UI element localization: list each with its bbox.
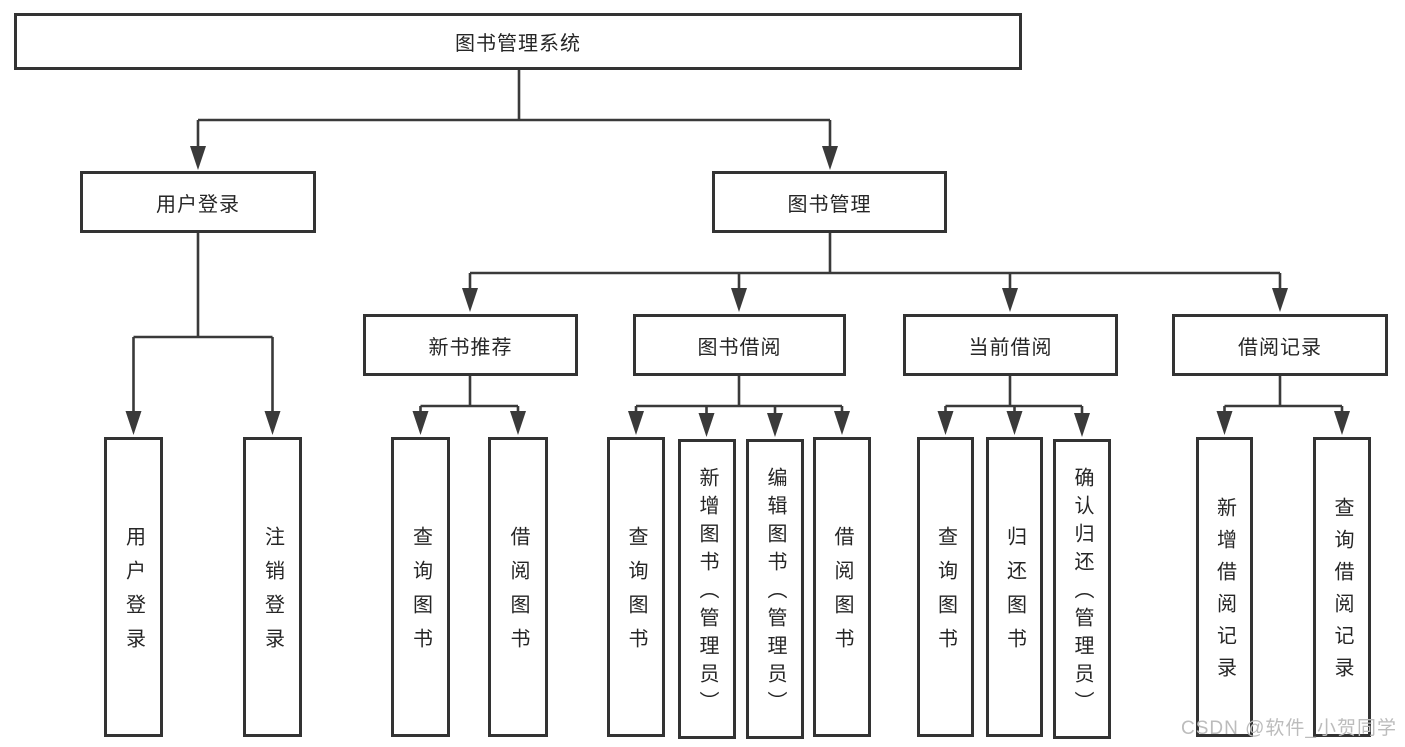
leaf-edit-book-admin: 编辑图书（管理员） [746,439,804,739]
node-label: 新增借阅记录 [1213,497,1236,689]
node-label: 归还图书 [1003,526,1026,662]
leaf-query-book-3: 查询图书 [917,437,974,737]
leaf-query-book-2: 查询图书 [607,437,665,737]
node-label: 查询图书 [409,526,432,662]
leaf-user-login: 用户登录 [104,437,163,737]
node-label: 用户登录 [156,193,240,216]
leaf-query-borrow-record: 查询借阅记录 [1313,437,1371,737]
csdn-watermark: CSDN @软件_小贺同学 [1181,718,1397,739]
node-label: 借阅图书 [507,526,529,662]
node-label: 编辑图书（管理员） [764,467,786,719]
leaf-add-book-admin: 新增图书（管理员） [678,439,736,739]
node-label: 新增图书（管理员） [696,467,718,719]
leaf-add-borrow-record: 新增借阅记录 [1196,437,1253,737]
node-label: 查询图书 [934,526,957,662]
node-user-login: 用户登录 [80,171,316,233]
node-label: 注销登录 [261,526,284,662]
node-new-book-recommend: 新书推荐 [363,314,578,376]
leaf-logout: 注销登录 [243,437,302,737]
node-label: 新书推荐 [428,336,513,359]
node-root-system: 图书管理系统 [14,13,1022,70]
leaf-borrow-book-1: 借阅图书 [488,437,548,737]
node-label: 用户登录 [122,526,145,662]
node-label: 图书管理系统 [455,33,581,55]
node-label: 图书管理 [787,193,872,216]
leaf-return-book: 归还图书 [986,437,1043,737]
node-label: 确认归还（管理员） [1071,467,1093,719]
node-borrow-record: 借阅记录 [1172,314,1388,376]
node-label: 查询图书 [625,526,647,662]
node-label: 查询借阅记录 [1331,497,1353,689]
node-book-management: 图书管理 [712,171,947,233]
node-label: 当前借阅 [968,336,1053,359]
node-label: 借阅记录 [1238,336,1322,359]
node-current-borrow: 当前借阅 [903,314,1118,376]
node-label: 图书借阅 [697,336,782,359]
leaf-confirm-return-admin: 确认归还（管理员） [1053,439,1111,739]
node-label: 借阅图书 [831,526,853,662]
leaf-borrow-book-2: 借阅图书 [813,437,871,737]
leaf-query-book-1: 查询图书 [391,437,450,737]
node-book-borrow: 图书借阅 [633,314,846,376]
